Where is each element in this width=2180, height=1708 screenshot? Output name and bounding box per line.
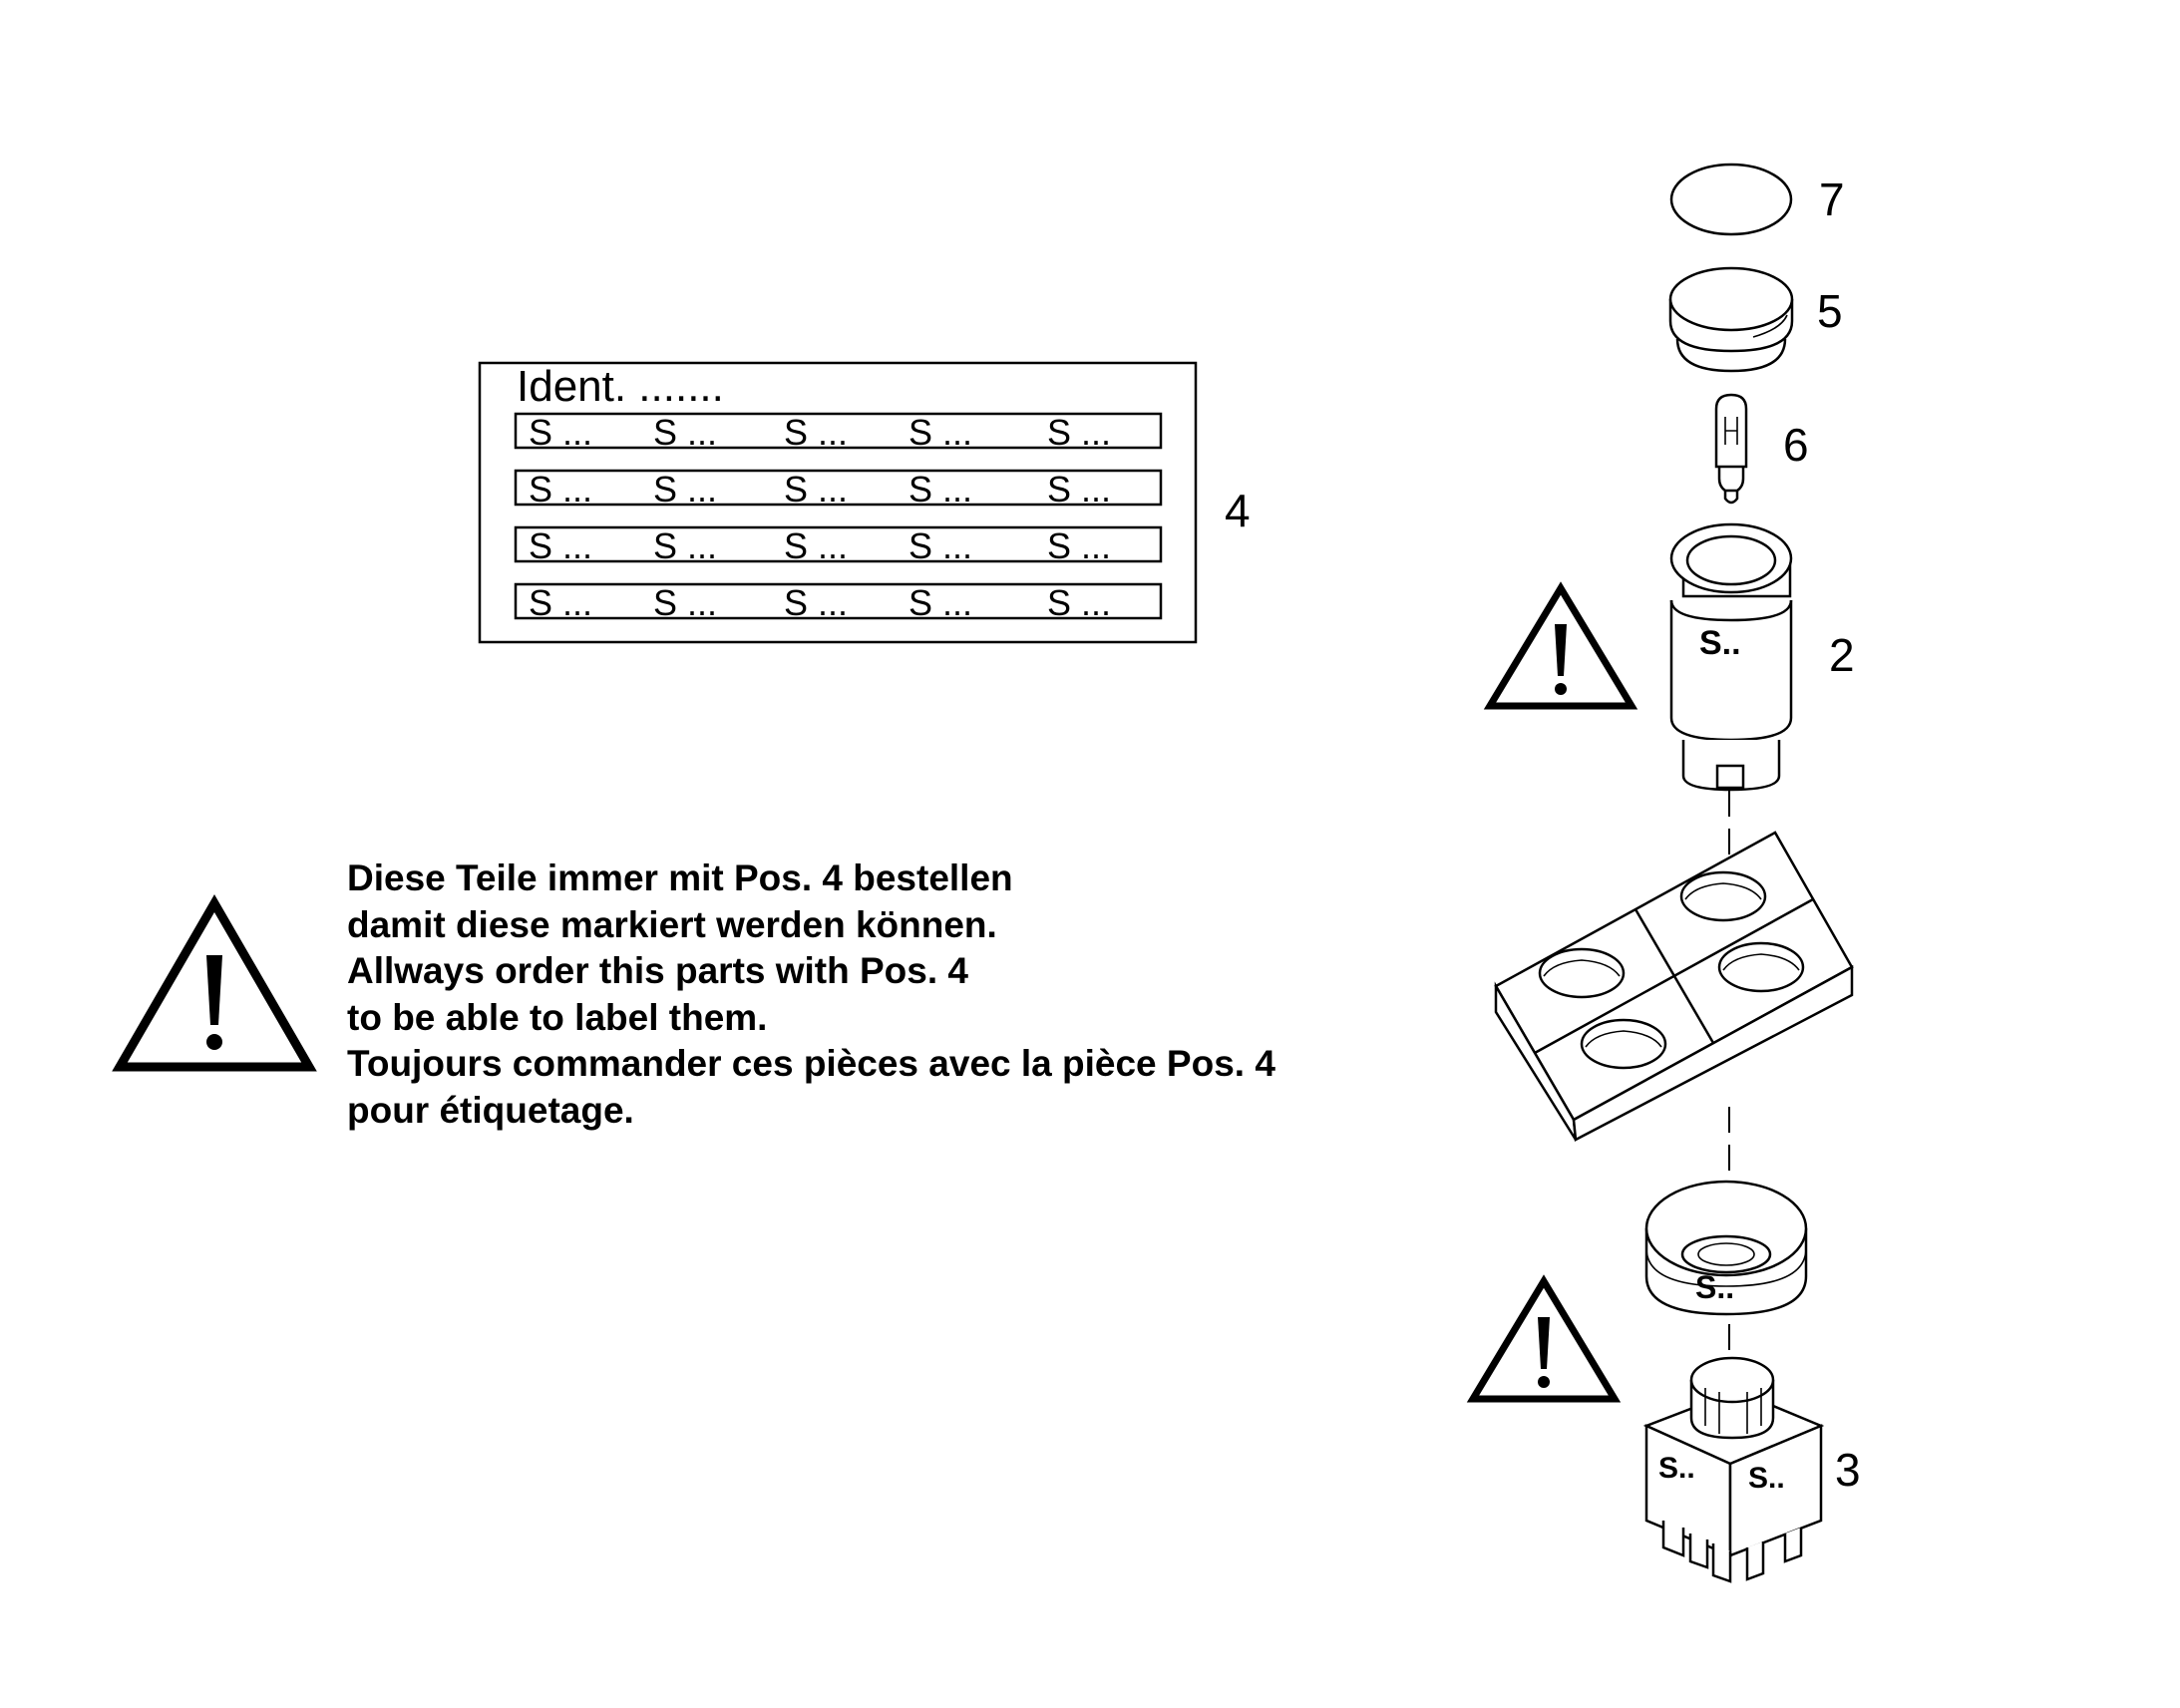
callout-3: 3 [1835, 1444, 1861, 1496]
label-cell: S ... [908, 525, 972, 566]
label-cell: S ... [529, 525, 592, 566]
note-line: to be able to label them. [347, 996, 768, 1038]
label-sheet-title: Ident. ....... [517, 362, 724, 411]
label-cell: S ... [529, 469, 592, 510]
part-6-bulb [1714, 393, 1748, 505]
part-2-button-body: S.. [1669, 522, 1793, 792]
label-row-3: S ... S ... S ... S ... S ... [514, 525, 1163, 566]
label-row-4: S ... S ... S ... S ... S ... [514, 582, 1163, 623]
label-row-1: S ... S ... S ... S ... S ... [514, 412, 1163, 453]
label-cell: S ... [529, 412, 592, 453]
mounting-plate [1494, 831, 1854, 1142]
part-7-lens [1669, 163, 1793, 236]
label-cell: S ... [653, 412, 717, 453]
label-cell: S ... [908, 582, 972, 623]
label-cell: S ... [653, 469, 717, 510]
part-3-marking-right: S.. [1748, 1462, 1785, 1495]
label-cell: S ... [784, 525, 848, 566]
collar-marking: S.. [1695, 1269, 1734, 1305]
callout-4: 4 [1225, 485, 1251, 536]
label-cell: S ... [784, 412, 848, 453]
label-cell: S ... [529, 582, 592, 623]
label-cell: S ... [653, 525, 717, 566]
warning-triangle-icon [112, 894, 317, 1072]
callout-2: 2 [1829, 629, 1855, 681]
label-cell: S ... [908, 412, 972, 453]
warning-triangle-icon [1466, 1274, 1622, 1403]
note-line: Allways order this parts with Pos. 4 [347, 950, 969, 991]
callout-6: 6 [1783, 419, 1809, 471]
label-cell: S ... [1047, 582, 1111, 623]
callout-5: 5 [1817, 285, 1843, 337]
warning-triangle-icon [1483, 581, 1638, 710]
note-line: damit diese markiert werden können. [347, 903, 997, 945]
note-line: pour étiquetage. [347, 1089, 634, 1131]
note-line: Toujours commander ces pièces avec la pi… [347, 1043, 1275, 1084]
label-sheet: Ident. ....... S ... S ... S ... S ... S… [478, 361, 1198, 644]
label-cell: S ... [784, 469, 848, 510]
part-3-switch-block: S.. S.. [1642, 1356, 1825, 1583]
collar-ring: S.. [1644, 1180, 1808, 1316]
ordering-note: Diese Teile immer mit Pos. 4 bestellen d… [347, 855, 1275, 1134]
label-cell: S ... [653, 582, 717, 623]
label-cell: S ... [1047, 412, 1111, 453]
part-3-marking-left: S.. [1658, 1452, 1695, 1485]
label-cell: S ... [1047, 525, 1111, 566]
label-row-2: S ... S ... S ... S ... S ... [514, 469, 1163, 510]
label-cell: S ... [1047, 469, 1111, 510]
label-cell: S ... [908, 469, 972, 510]
part-2-marking: S.. [1699, 624, 1741, 662]
callout-7: 7 [1819, 173, 1845, 225]
part-5-cap [1668, 266, 1794, 373]
note-line: Diese Teile immer mit Pos. 4 bestellen [347, 857, 1013, 898]
label-cell: S ... [784, 582, 848, 623]
